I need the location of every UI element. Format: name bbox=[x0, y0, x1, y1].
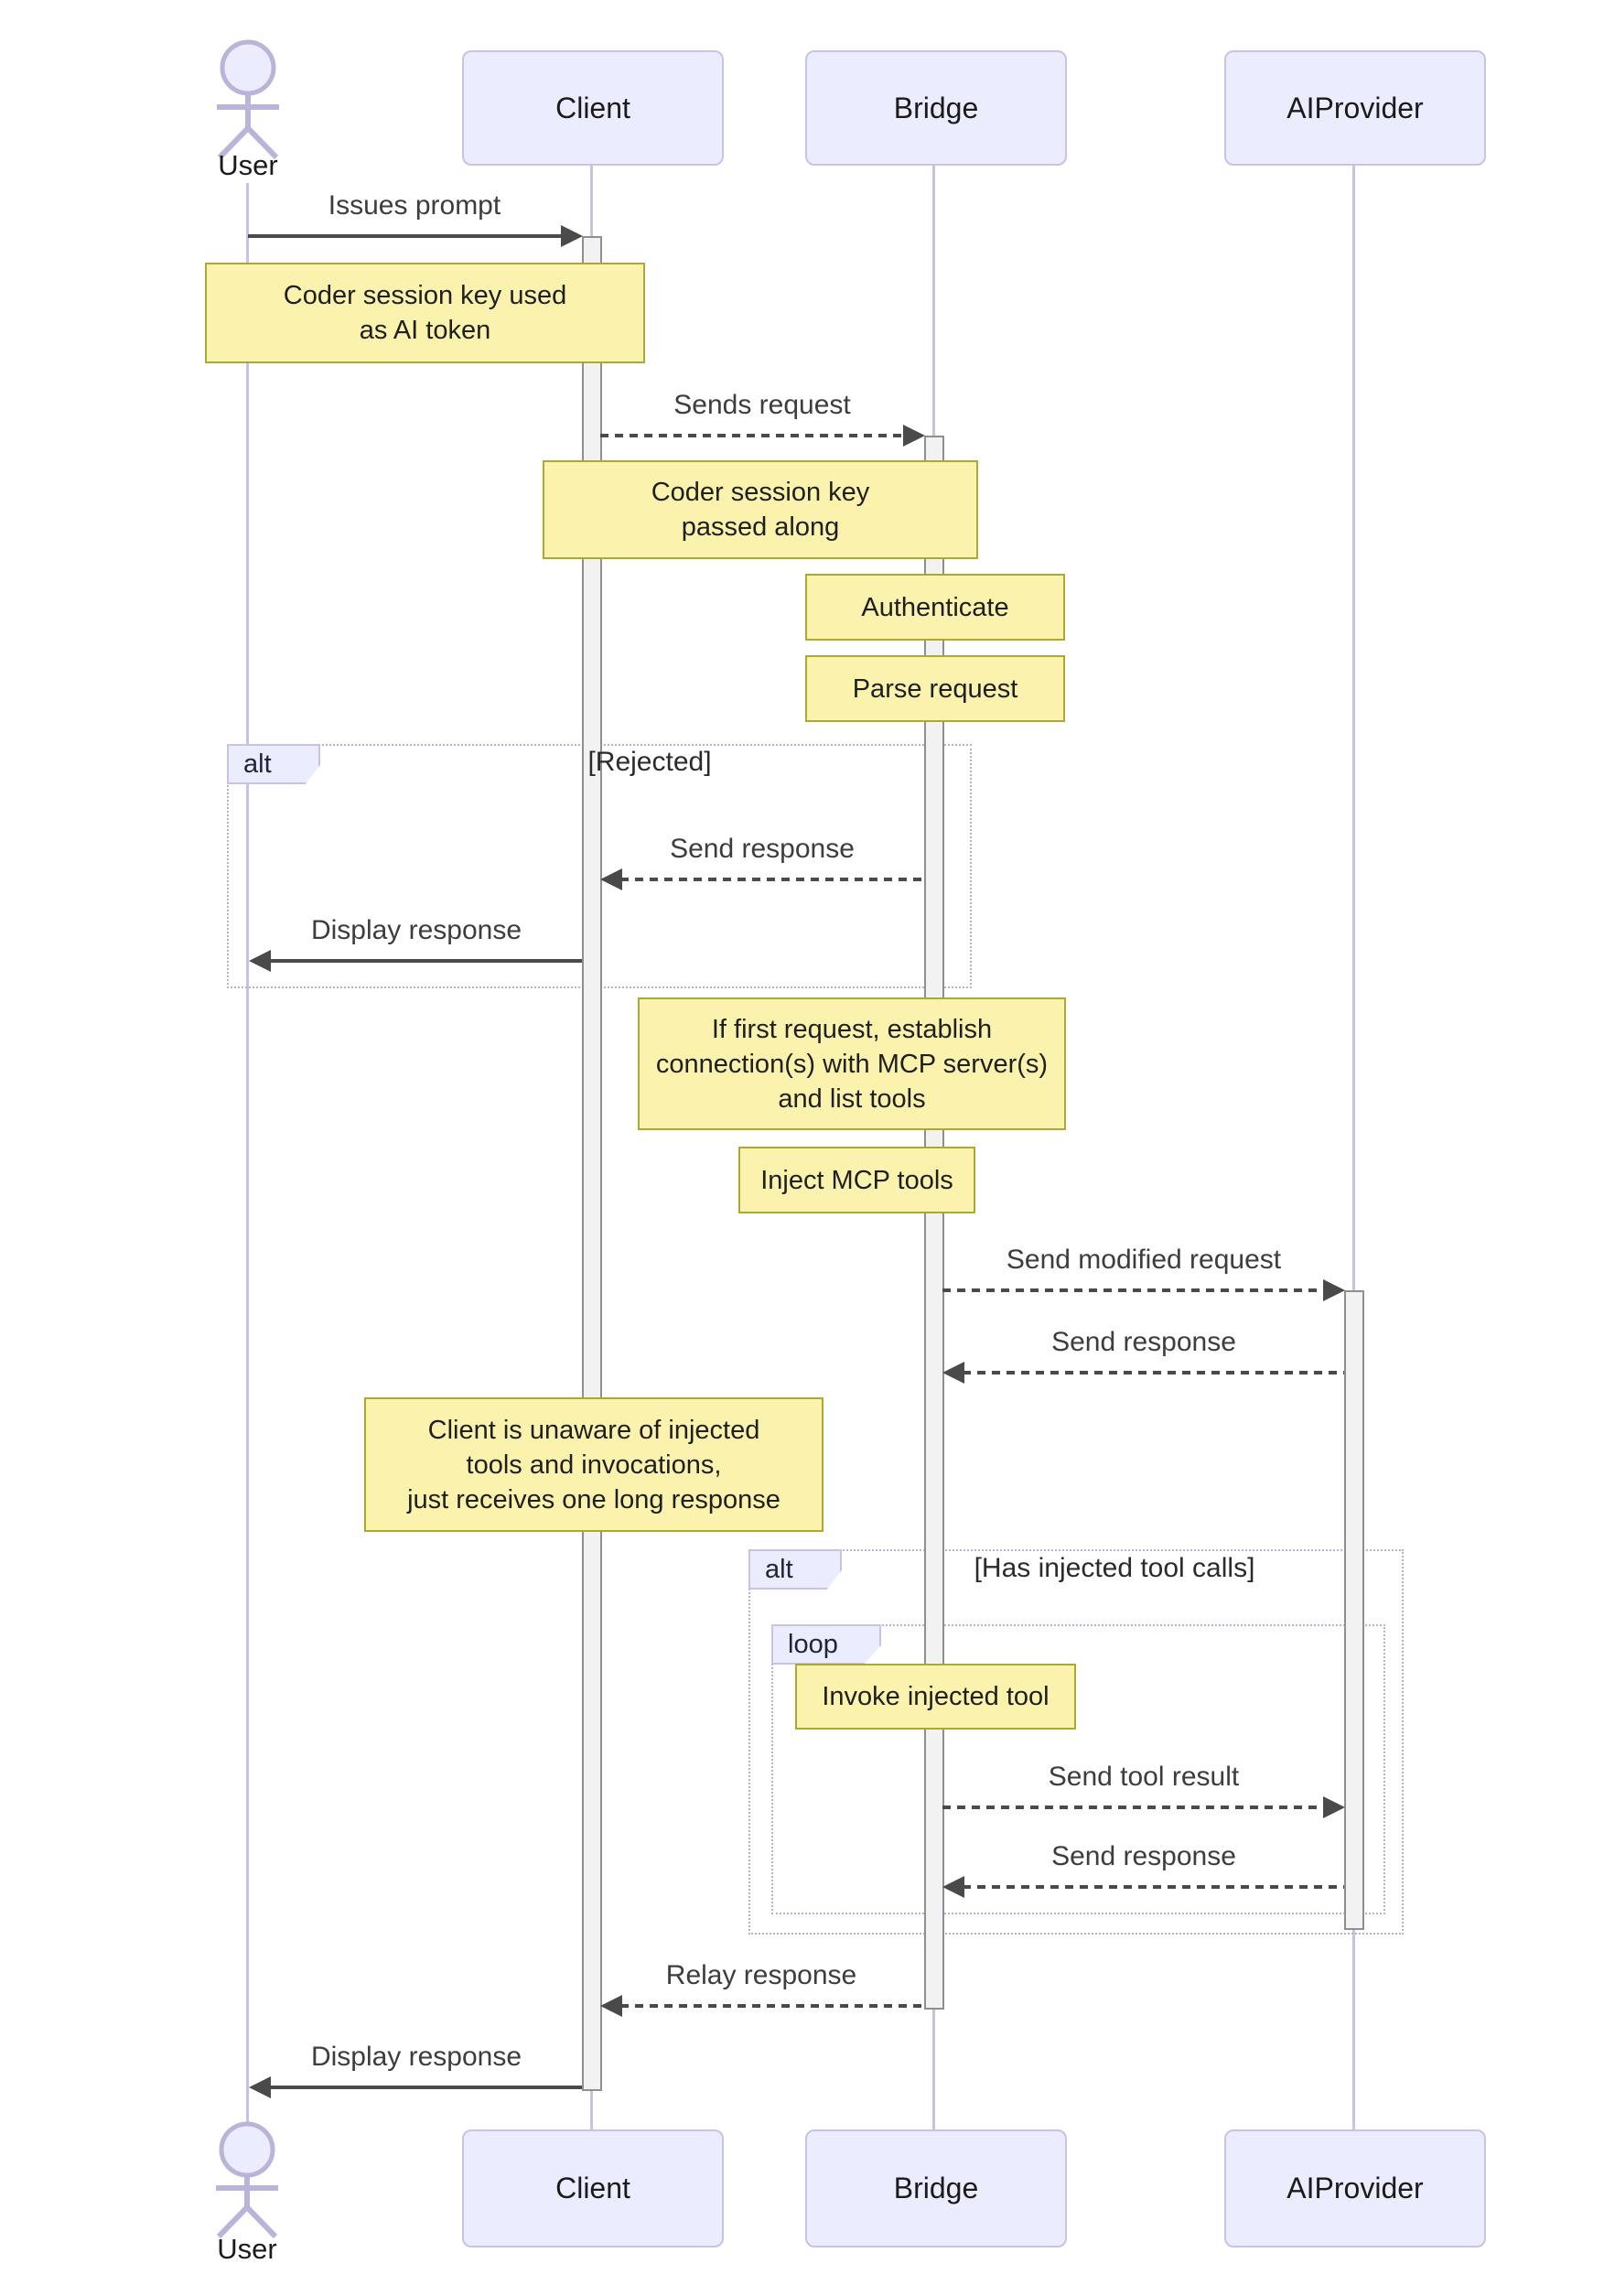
note-client-unaware: Client is unaware of injected tools and … bbox=[364, 1397, 824, 1532]
arrow-line bbox=[267, 959, 582, 963]
actor-label-bridge-bottom: Bridge bbox=[893, 2172, 979, 2204]
arrow-line-dashed bbox=[942, 1806, 1325, 1809]
user-actor-figure-bottom bbox=[216, 2121, 278, 2239]
message-label-issues-prompt: Issues prompt bbox=[328, 190, 501, 221]
message-label-send-response-3: Send response bbox=[1051, 1841, 1236, 1871]
frame-alt-has-injected-tool-calls bbox=[748, 1549, 1404, 1935]
message-label-send-response-2: Send response bbox=[1051, 1327, 1236, 1357]
actor-label-client-top: Client bbox=[555, 91, 630, 124]
actor-box-client-top: Client bbox=[462, 50, 724, 166]
arrowhead-right bbox=[903, 425, 925, 447]
actor-label-client-bottom: Client bbox=[555, 2172, 630, 2204]
actor-label-user-top: User bbox=[218, 149, 278, 181]
note-coder-session-key-passed: Coder session key passed along bbox=[543, 460, 978, 559]
user-actor-figure-top bbox=[217, 39, 279, 160]
actor-box-client-bottom: Client bbox=[462, 2129, 724, 2247]
arrow-line-dashed bbox=[600, 434, 906, 437]
arrowhead-left bbox=[249, 2076, 271, 2098]
message-label-send-response: Send response bbox=[670, 834, 855, 864]
actor-label-user-bottom: User bbox=[217, 2233, 277, 2265]
actor-box-aiprovider-bottom: AIProvider bbox=[1224, 2129, 1486, 2247]
message-label-display-response-2: Display response bbox=[310, 2042, 522, 2072]
arrow-line-dashed bbox=[942, 1288, 1325, 1292]
arrowhead-right bbox=[1323, 1796, 1345, 1818]
message-label-relay-response: Relay response bbox=[665, 1960, 857, 1990]
arrowhead-right bbox=[561, 225, 583, 247]
note-authenticate: Authenticate bbox=[805, 574, 1065, 641]
actor-label-bridge-top: Bridge bbox=[893, 91, 979, 124]
frame-label-text: loop bbox=[788, 1629, 838, 1659]
activation-aiprovider bbox=[1344, 1290, 1364, 1930]
note-parse-request: Parse request bbox=[805, 655, 1065, 722]
lifeline-user bbox=[246, 183, 249, 2122]
actor-box-aiprovider-top: AIProvider bbox=[1224, 50, 1486, 166]
arrowhead-right bbox=[1323, 1279, 1345, 1301]
actor-box-bridge-top: Bridge bbox=[805, 50, 1067, 166]
arrowhead-left bbox=[249, 950, 271, 972]
note-coder-session-key-used: Coder session key used as AI token bbox=[205, 263, 645, 363]
note-invoke-injected-tool: Invoke injected tool bbox=[795, 1664, 1076, 1730]
actor-box-bridge-bottom: Bridge bbox=[805, 2129, 1067, 2247]
arrow-line-dashed bbox=[620, 878, 924, 881]
guard-rejected: [Rejected] bbox=[587, 747, 712, 777]
message-label-display-response: Display response bbox=[310, 915, 522, 945]
note-if-first-request: If first request, establish connection(s… bbox=[638, 997, 1066, 1130]
frame-loop bbox=[771, 1624, 1385, 1914]
message-label-send-tool-result: Send tool result bbox=[1048, 1762, 1240, 1792]
frame-label-text: alt bbox=[765, 1554, 793, 1584]
message-label-send-modified-request: Send modified request bbox=[1006, 1245, 1282, 1275]
arrowhead-left bbox=[600, 1995, 622, 2017]
arrow-line-dashed bbox=[963, 1885, 1344, 1889]
arrowhead-left bbox=[942, 1876, 964, 1898]
frame-label-text: alt bbox=[243, 749, 272, 779]
arrow-line bbox=[248, 234, 566, 238]
frame-label-loop: loop bbox=[771, 1624, 881, 1665]
message-label-sends-request: Sends request bbox=[673, 390, 851, 420]
arrow-line-dashed bbox=[620, 2004, 924, 2008]
activation-bridge bbox=[924, 436, 944, 2010]
frame-label-alt-1: alt bbox=[227, 744, 320, 784]
guard-has-injected-tool-calls: [Has injected tool calls] bbox=[974, 1553, 1255, 1583]
arrow-line bbox=[267, 2086, 582, 2089]
frame-label-alt-2: alt bbox=[748, 1549, 842, 1590]
actor-label-aiprovider-bottom: AIProvider bbox=[1286, 2172, 1424, 2204]
note-inject-mcp-tools: Inject MCP tools bbox=[738, 1147, 975, 1213]
activation-client bbox=[582, 236, 602, 2091]
arrow-line-dashed bbox=[963, 1371, 1344, 1374]
actor-label-aiprovider-top: AIProvider bbox=[1286, 91, 1424, 124]
arrowhead-left bbox=[942, 1362, 964, 1384]
lifeline-aiprovider bbox=[1352, 162, 1355, 2129]
arrowhead-left bbox=[600, 868, 622, 890]
